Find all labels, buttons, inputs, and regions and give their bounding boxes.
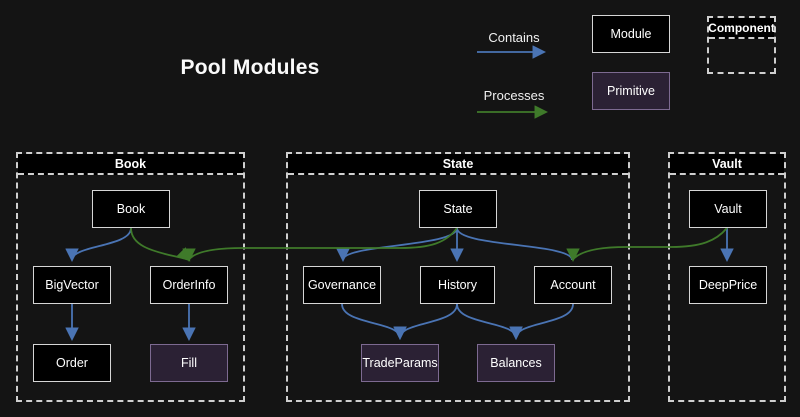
node-history: History bbox=[420, 266, 495, 304]
node-vault-label: Vault bbox=[714, 202, 742, 216]
container-vault-title: Vault bbox=[670, 154, 784, 175]
node-book: Book bbox=[92, 190, 170, 228]
node-deepprice: DeepPrice bbox=[689, 266, 767, 304]
node-governance: Governance bbox=[303, 266, 381, 304]
node-state-label: State bbox=[443, 202, 473, 216]
container-book: Book bbox=[16, 152, 245, 402]
legend-processes-label: Processes bbox=[483, 88, 545, 103]
legend-module-label: Module bbox=[610, 27, 652, 41]
legend-component-sample: Component bbox=[707, 16, 776, 74]
legend-primitive-label: Primitive bbox=[607, 84, 655, 98]
node-governance-label: Governance bbox=[307, 278, 377, 292]
container-state: State bbox=[286, 152, 630, 402]
legend-component-label: Component bbox=[708, 18, 775, 39]
node-bigvector-label: BigVector bbox=[45, 278, 99, 292]
container-state-title: State bbox=[288, 154, 628, 175]
node-state: State bbox=[419, 190, 497, 228]
node-tradeparams: TradeParams bbox=[361, 344, 439, 382]
node-vault: Vault bbox=[689, 190, 767, 228]
node-balances-label: Balances bbox=[490, 356, 542, 370]
node-account-label: Account bbox=[550, 278, 596, 292]
legend-contains-label: Contains bbox=[488, 30, 540, 45]
node-fill: Fill bbox=[150, 344, 228, 382]
legend-module-sample: Module bbox=[592, 15, 670, 53]
container-vault: Vault bbox=[668, 152, 786, 402]
node-bigvector: BigVector bbox=[33, 266, 111, 304]
node-order-label: Order bbox=[56, 356, 88, 370]
node-deepprice-label: DeepPrice bbox=[698, 278, 758, 292]
diagram-title: Pool Modules bbox=[180, 56, 320, 79]
node-orderinfo-label: OrderInfo bbox=[162, 278, 216, 292]
node-balances: Balances bbox=[477, 344, 555, 382]
container-book-title: Book bbox=[18, 154, 243, 175]
legend-primitive-sample: Primitive bbox=[592, 72, 670, 110]
node-tradeparams-label: TradeParams bbox=[362, 356, 438, 370]
node-fill-label: Fill bbox=[181, 356, 197, 370]
node-order: Order bbox=[33, 344, 111, 382]
node-book-label: Book bbox=[116, 202, 146, 216]
node-history-label: History bbox=[438, 278, 477, 292]
node-account: Account bbox=[534, 266, 612, 304]
node-orderinfo: OrderInfo bbox=[150, 266, 228, 304]
